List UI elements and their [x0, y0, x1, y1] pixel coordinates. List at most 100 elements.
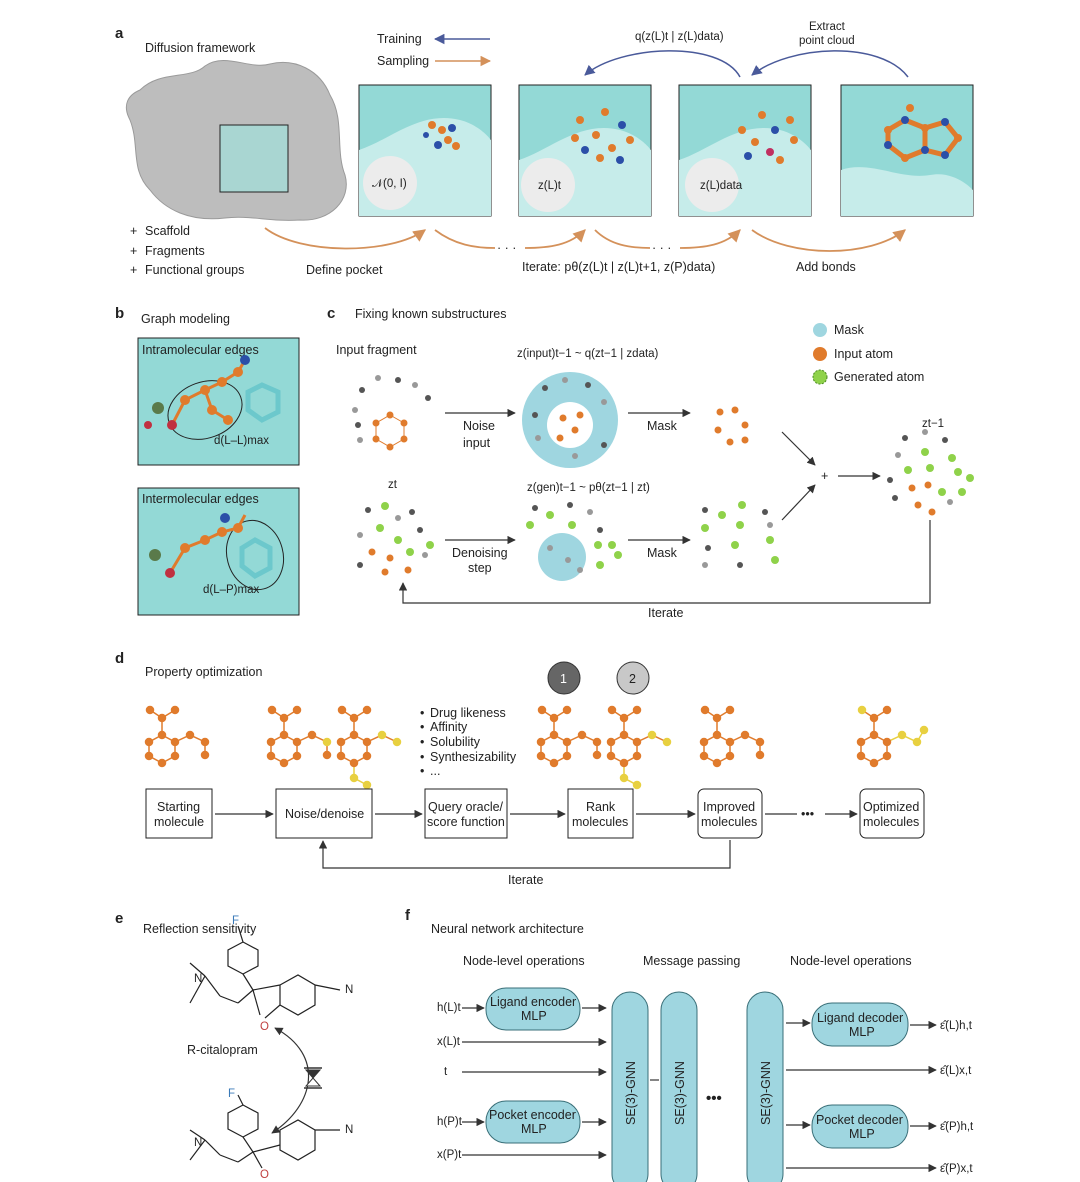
iterate-d-label: Iterate	[508, 873, 543, 887]
pocket-panel-3: z(L)data	[678, 84, 812, 217]
input-t: t	[444, 1066, 448, 1078]
dots-1: · · ·	[497, 241, 516, 255]
svg-text:molecule: molecule	[154, 815, 204, 829]
molecule-optimized	[856, 705, 929, 768]
panel-d: d Property optimization	[115, 650, 929, 887]
input-h-pocket: h(P)t	[437, 1116, 463, 1128]
atom-o-top: O	[260, 1021, 269, 1033]
panel-c-legend: Mask Input atom Generated atom	[812, 323, 924, 385]
svg-text:Noise/denoise: Noise/denoise	[285, 807, 364, 821]
rank-badge-1-label: 1	[560, 672, 567, 686]
output-eps-x-pocket: ε̂(P)x,t	[940, 1163, 973, 1175]
molecule-improved	[699, 705, 765, 768]
molecule-noised-2	[336, 705, 402, 790]
add-bonds-label: Add bonds	[796, 260, 856, 274]
panel-d-letter: d	[115, 650, 124, 667]
svg-text:•: •	[420, 764, 424, 778]
zdata-circle-label: z(L)data	[700, 180, 743, 192]
atoms-cluster-2	[571, 108, 634, 164]
legend-input-atom: Input atom	[834, 347, 893, 361]
iterate-c-label: Iterate	[648, 606, 683, 620]
bullet-fragments: Fragments	[145, 244, 205, 258]
svg-text:MLP: MLP	[521, 1009, 547, 1023]
panel-e-title: Reflection sensitivity	[143, 922, 257, 936]
zt-atoms	[357, 502, 434, 576]
svg-text:Ligand encoder: Ligand encoder	[490, 995, 576, 1009]
col-left-title: Node-level operations	[463, 954, 585, 968]
molecule-noised-1	[266, 705, 332, 768]
bullet-scaffold: Scaffold	[145, 224, 190, 238]
molecule-ranked-2	[606, 705, 672, 790]
panel-e-letter: e	[115, 910, 123, 927]
panel-d-title: Property optimization	[145, 665, 262, 679]
legend-training-label: Training	[377, 32, 422, 46]
col-right-title: Node-level operations	[790, 954, 912, 968]
gnn-layer-2: SE(3)-GNN	[660, 991, 698, 1182]
zdata-circle	[685, 158, 739, 212]
pocket-panel-4	[840, 84, 974, 217]
flow-box-rank: Rank molecules	[567, 788, 634, 839]
bullet-list: + Scaffold + Fragments + Functional grou…	[130, 224, 244, 277]
sampling-curve-3	[524, 229, 586, 249]
pocket-panel-2: z(L)t	[518, 84, 652, 217]
atom-n-cn-top: N	[345, 984, 353, 996]
zt-circle-label: z(L)t	[538, 180, 562, 192]
combined-atoms	[887, 429, 974, 516]
flow-box-noise-denoise: Noise/denoise	[275, 788, 373, 839]
bonded-atoms	[884, 104, 962, 162]
intramolecular-panel: Intramolecular edges d(L–L)max	[137, 337, 300, 466]
panel-c-letter: c	[327, 305, 335, 322]
noise-input-line1: Noise	[463, 419, 495, 433]
denoised-atoms	[526, 502, 622, 581]
masked-gen-atoms	[701, 501, 779, 568]
atom-n-top: N	[194, 973, 202, 985]
ligand-encoder: Ligand encoder MLP	[485, 987, 581, 1031]
svg-text:Rank: Rank	[586, 800, 616, 814]
atom-n-bottom: N	[194, 1137, 202, 1149]
svg-text:Improved: Improved	[703, 800, 755, 814]
inter-atoms	[149, 513, 243, 578]
flow-ellipsis: •••	[801, 807, 814, 821]
svg-text:MLP: MLP	[849, 1127, 875, 1141]
gnn-ellipsis: •••	[706, 1090, 722, 1107]
bullet-functional-groups: Functional groups	[145, 263, 244, 277]
rank-badge-2	[616, 661, 650, 695]
svg-text:molecules: molecules	[701, 815, 757, 829]
mask-label-bottom: Mask	[647, 546, 678, 560]
z-gen-formula: z(gen)t−1 ~ pθ(zt−1 | zt)	[527, 482, 650, 494]
training-curve-1	[584, 50, 741, 78]
panel-f-title: Neural network architecture	[431, 922, 584, 936]
flow-box-starting: Starting molecule	[145, 788, 213, 839]
svg-text:SE(3)-GNN: SE(3)-GNN	[624, 1061, 638, 1125]
molecule-ranked-1	[536, 705, 602, 768]
mirror-icon	[304, 1067, 322, 1089]
output-eps-h-ligand: ε̂(L)h,t	[940, 1020, 973, 1032]
atoms-cluster-1	[423, 121, 460, 150]
dots-2: · · ·	[652, 241, 671, 255]
panel-c: c Fixing known substructures Mask Input …	[327, 305, 974, 620]
input-h-ligand: h(L)t	[437, 1002, 461, 1014]
prop-solubility: Solubility	[430, 735, 481, 749]
svg-text:•: •	[420, 735, 424, 749]
q-label: q(z(L)t | z(L)data)	[635, 31, 724, 43]
pocket-panel-1: 𝒩(0, I)	[358, 84, 492, 217]
sampling-curve-6	[751, 229, 906, 252]
legend-sampling-label: Sampling	[377, 54, 429, 68]
flow-box-query-oracle: Query oracle/ score function	[424, 788, 508, 839]
extract-label: Extract	[809, 21, 846, 33]
intra-atoms	[144, 355, 250, 430]
prop-more: ...	[430, 764, 440, 778]
mask-label-top: Mask	[647, 419, 678, 433]
iterate-formula-label: Iterate: pθ(z(L)t | z(L)t+1, z(P)data)	[522, 260, 715, 274]
legend-mask: Mask	[834, 323, 865, 337]
rank-badge-2-label: 2	[629, 672, 636, 686]
citalopram-bottom	[189, 1094, 340, 1169]
svg-text:score function: score function	[427, 815, 505, 829]
svg-text:molecules: molecules	[863, 815, 919, 829]
svg-text:SE(3)-GNN: SE(3)-GNN	[759, 1061, 773, 1125]
rank-badge-1	[547, 661, 581, 695]
prop-affinity: Affinity	[430, 720, 468, 734]
gnn-layer-1: SE(3)-GNN	[611, 991, 649, 1182]
svg-text:•: •	[420, 720, 424, 734]
sampling-curve-4	[594, 229, 651, 249]
